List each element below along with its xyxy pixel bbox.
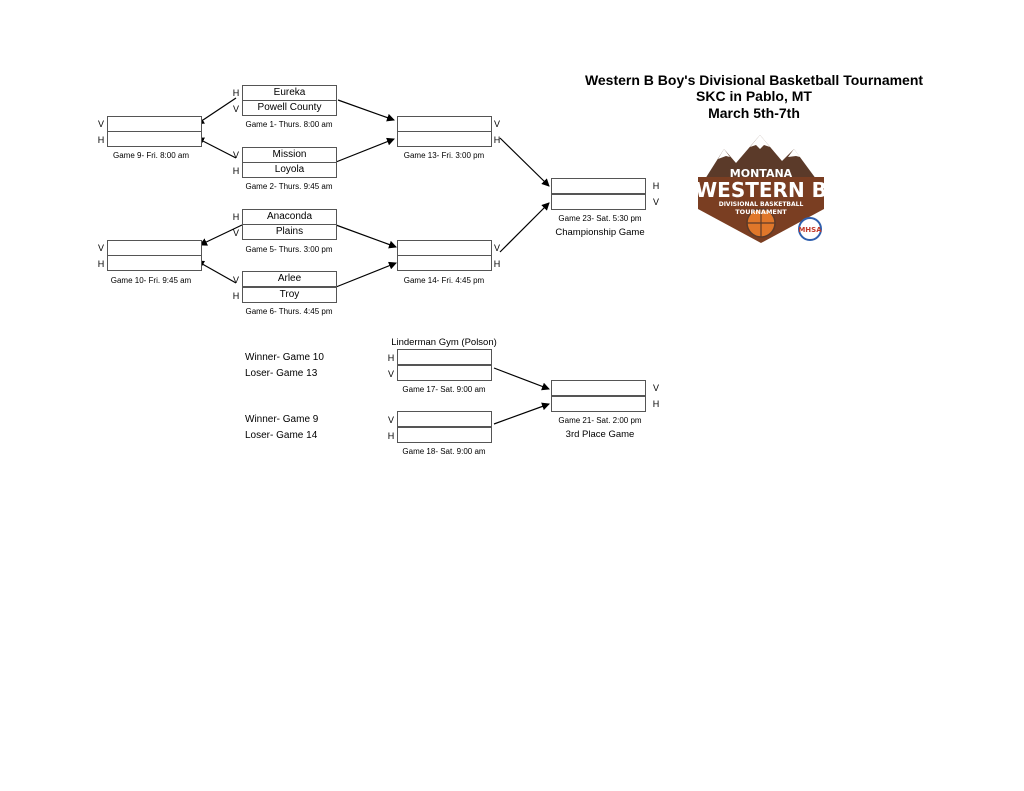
home-away-marker: V — [97, 243, 104, 253]
team-slot[interactable] — [397, 116, 492, 132]
team-slot[interactable] — [551, 380, 646, 396]
venue-label: Linderman Gym (Polson) — [391, 337, 497, 348]
game-caption: Game 2- Thurs. 9:45 am — [245, 182, 333, 191]
game-caption: Game 13- Fri. 3:00 pm — [403, 151, 485, 160]
team-slot[interactable] — [551, 194, 646, 210]
arrow-g5-to-g14 — [335, 224, 397, 249]
home-away-marker: V — [232, 104, 239, 114]
svg-text:TOURNAMENT: TOURNAMENT — [735, 208, 787, 216]
tournament-location: SKC in Pablo, MT — [696, 88, 812, 104]
team-slot[interactable] — [107, 255, 202, 271]
team-slot[interactable] — [397, 427, 492, 443]
source-label: Loser- Game 13 — [245, 368, 318, 379]
arrow-g5-to-g10 — [199, 224, 243, 246]
game-caption: Game 17- Sat. 9:00 am — [402, 385, 486, 394]
svg-text:WESTERN B: WESTERN B — [695, 178, 827, 202]
home-away-marker: H — [652, 399, 660, 409]
team-slot[interactable] — [397, 131, 492, 147]
tournament-title: Western B Boy's Divisional Basketball To… — [584, 72, 924, 88]
home-away-marker: H — [387, 431, 395, 441]
home-away-marker: V — [387, 415, 394, 425]
home-away-marker: H — [387, 353, 395, 363]
game-caption: Game 5- Thurs. 3:00 pm — [245, 245, 333, 254]
arrow-g17-to-g21 — [493, 367, 550, 391]
svg-text:MHSA: MHSA — [798, 226, 822, 234]
game-caption: Game 1- Thurs. 8:00 am — [245, 120, 333, 129]
arrow-g1-to-g9 — [196, 97, 237, 125]
source-label: Loser- Game 14 — [245, 430, 318, 441]
game-caption: Game 14- Fri. 4:45 pm — [403, 276, 485, 285]
home-away-marker: H — [232, 166, 240, 176]
game-subtitle: 3rd Place Game — [565, 429, 635, 440]
team-slot[interactable] — [107, 240, 202, 256]
source-label: Winner- Game 9 — [245, 414, 319, 425]
game-caption: Game 18- Sat. 9:00 am — [402, 447, 486, 456]
arrow-g1-to-g13 — [337, 99, 395, 122]
arrow-g14-to-g23 — [499, 202, 550, 253]
team-slot[interactable]: Arlee — [242, 271, 337, 287]
arrow-g6-to-g10 — [196, 260, 237, 284]
team-slot[interactable] — [397, 240, 492, 256]
home-away-marker: V — [387, 369, 394, 379]
team-slot[interactable] — [551, 178, 646, 194]
home-away-marker: H — [493, 259, 501, 269]
team-slot[interactable] — [397, 349, 492, 365]
team-slot[interactable] — [107, 131, 202, 147]
montana-western-b-logo: MONTANA WESTERN B DIVISIONAL BASKETBALL … — [662, 127, 860, 245]
team-slot[interactable]: Mission — [242, 147, 337, 163]
game-caption: Game 9- Fri. 8:00 am — [112, 151, 190, 160]
game-caption: Game 10- Fri. 9:45 am — [110, 276, 192, 285]
arrow-g6-to-g14 — [335, 261, 397, 288]
team-slot[interactable] — [397, 411, 492, 427]
home-away-marker: V — [232, 150, 239, 160]
home-away-marker: V — [232, 228, 239, 238]
home-away-marker: V — [652, 197, 659, 207]
team-slot[interactable] — [551, 396, 646, 412]
home-away-marker: V — [232, 275, 239, 285]
home-away-marker: H — [232, 291, 240, 301]
source-label: Winner- Game 10 — [245, 352, 324, 363]
home-away-marker: H — [232, 212, 240, 222]
game-subtitle: Championship Game — [555, 227, 645, 238]
home-away-marker: H — [232, 88, 240, 98]
arrow-g2-to-g13 — [335, 137, 395, 163]
home-away-marker: H — [97, 135, 105, 145]
mhsa-badge-icon — [798, 217, 822, 241]
home-away-marker: H — [97, 259, 105, 269]
team-slot[interactable]: Eureka — [242, 85, 337, 101]
team-slot[interactable] — [397, 255, 492, 271]
arrow-g13-to-g23 — [499, 137, 550, 187]
team-slot[interactable]: Plains — [242, 224, 337, 240]
team-slot[interactable]: Troy — [242, 287, 337, 303]
game-caption: Game 21- Sat. 2:00 pm — [558, 416, 642, 425]
home-away-marker: H — [493, 135, 501, 145]
home-away-marker: V — [493, 119, 500, 129]
svg-text:MONTANA: MONTANA — [730, 167, 793, 180]
team-slot[interactable] — [397, 365, 492, 381]
home-away-marker: V — [97, 119, 104, 129]
home-away-marker: V — [493, 243, 500, 253]
team-slot[interactable]: Powell County — [242, 100, 337, 116]
team-slot[interactable]: Loyola — [242, 162, 337, 178]
home-away-marker: V — [652, 383, 659, 393]
arrow-g18-to-g21 — [493, 402, 550, 425]
svg-text:DIVISIONAL BASKETBALL: DIVISIONAL BASKETBALL — [719, 201, 804, 208]
tournament-dates: March 5th-7th — [708, 105, 800, 121]
team-slot[interactable]: Anaconda — [242, 209, 337, 225]
logo-mountains — [700, 135, 822, 187]
home-away-marker: H — [652, 181, 660, 191]
team-slot[interactable] — [107, 116, 202, 132]
game-caption: Game 6- Thurs. 4:45 pm — [245, 307, 333, 316]
game-caption: Game 23- Sat. 5:30 pm — [558, 214, 642, 223]
arrow-g2-to-g9 — [196, 137, 237, 159]
